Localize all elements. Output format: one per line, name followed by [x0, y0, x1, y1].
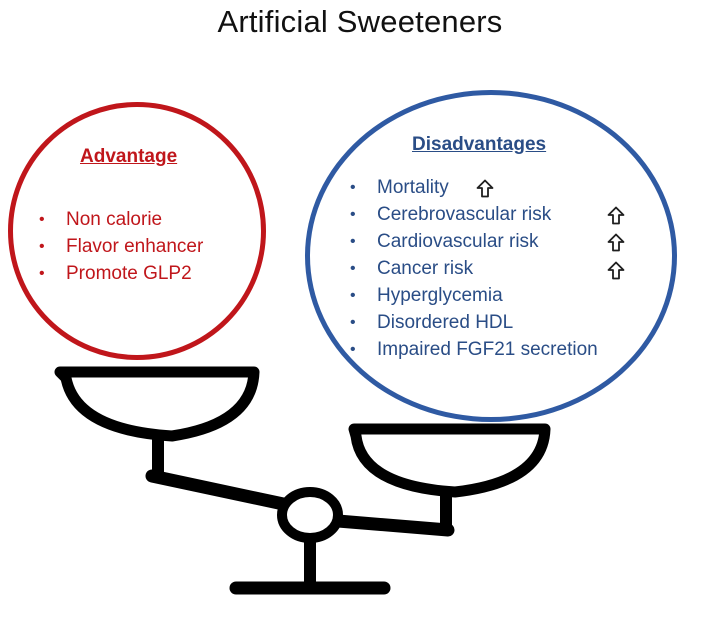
up-arrow-icon	[476, 179, 494, 198]
list-item: •Non calorie	[39, 209, 163, 230]
list-item: •Cerebrovascular risk	[350, 204, 552, 225]
list-item: •Hyperglycemia	[350, 285, 503, 306]
up-arrow-icon	[607, 233, 625, 252]
advantage-circle	[8, 102, 266, 360]
list-item: •Cancer risk	[350, 258, 474, 279]
list-item: •Impaired FGF21 secretion	[350, 339, 598, 360]
list-item: •Disordered HDL	[350, 312, 514, 333]
advantage-list: •Non calorie •Flavor enhancer •Promote G…	[39, 206, 204, 287]
list-item: •Cardiovascular risk	[350, 231, 539, 252]
left-beam	[145, 469, 295, 512]
disadvantages-circle	[305, 90, 677, 422]
right-pan	[348, 423, 551, 498]
right-beam	[331, 514, 455, 537]
advantage-heading: Advantage	[80, 146, 178, 167]
diagram-title: Artificial Sweeteners	[217, 4, 503, 39]
disadvantages-heading: Disadvantages	[412, 134, 547, 155]
list-item: •Flavor enhancer	[39, 236, 204, 257]
up-arrow-icon	[607, 206, 625, 225]
list-item: •Mortality	[350, 177, 449, 198]
left-pan	[54, 366, 260, 442]
disadvantages-list: •Mortality •Cerebrovascular risk •Cardio…	[350, 174, 598, 363]
list-item: •Promote GLP2	[39, 263, 192, 284]
pivot-ring	[277, 487, 343, 543]
up-arrow-icon	[607, 261, 625, 280]
